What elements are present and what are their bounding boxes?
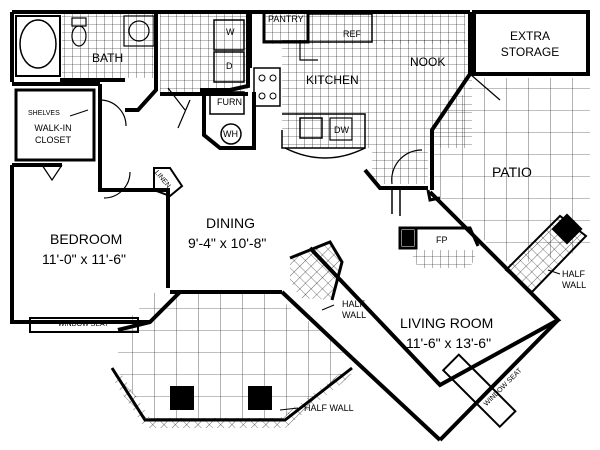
- bedroom-size: 11'-0" x 11'-6": [42, 251, 127, 267]
- shelves-label: SHELVES: [28, 110, 60, 117]
- fireplace-hearth-tile: [290, 242, 478, 300]
- patio-tile-floor: [432, 78, 590, 265]
- column-right: [248, 386, 272, 410]
- storage-label: STORAGE: [500, 45, 560, 59]
- living-room-size: 11'-6" x 13'-6": [406, 335, 492, 351]
- closet-label: CLOSET: [34, 135, 71, 145]
- column-left: [170, 386, 194, 410]
- dw-label: DW: [334, 125, 349, 135]
- fireplace-box: [402, 230, 414, 246]
- half-wall-a-line1: HALF: [342, 299, 366, 309]
- fp-label: FP: [436, 235, 448, 245]
- half-wall-a-line2: WALL: [342, 310, 367, 320]
- window-seat-bedroom: WINDOW SEAT: [58, 321, 109, 328]
- nook-label: NOOK: [410, 55, 446, 69]
- dining-name: DINING: [206, 215, 255, 231]
- furn-label: FURN: [217, 97, 242, 107]
- extra-label: EXTRA: [509, 29, 550, 43]
- half-wall-c-label: HALF WALL: [304, 403, 354, 413]
- half-wall-b-line1: HALF: [562, 269, 586, 279]
- half-wall-b-line2: WALL: [562, 280, 587, 290]
- bedroom-name: BEDROOM: [50, 231, 123, 247]
- leader-lines: [69, 109, 561, 411]
- ref-label: REF: [343, 29, 361, 39]
- wh-label: WH: [223, 129, 238, 139]
- walls: [10, 10, 590, 442]
- patio-label: PATIO: [492, 164, 532, 180]
- dining-size: 9'-4" x 10'-8": [188, 235, 267, 251]
- walk-in-label: WALK-IN: [34, 123, 72, 133]
- kitchen-label: KITCHEN: [306, 73, 359, 87]
- pantry-label: PANTRY: [268, 14, 304, 24]
- living-room-name: LIVING ROOM: [400, 315, 494, 331]
- bath-label: BATH: [92, 51, 124, 65]
- washer-label: W: [226, 27, 235, 37]
- dryer-label: D: [226, 61, 233, 71]
